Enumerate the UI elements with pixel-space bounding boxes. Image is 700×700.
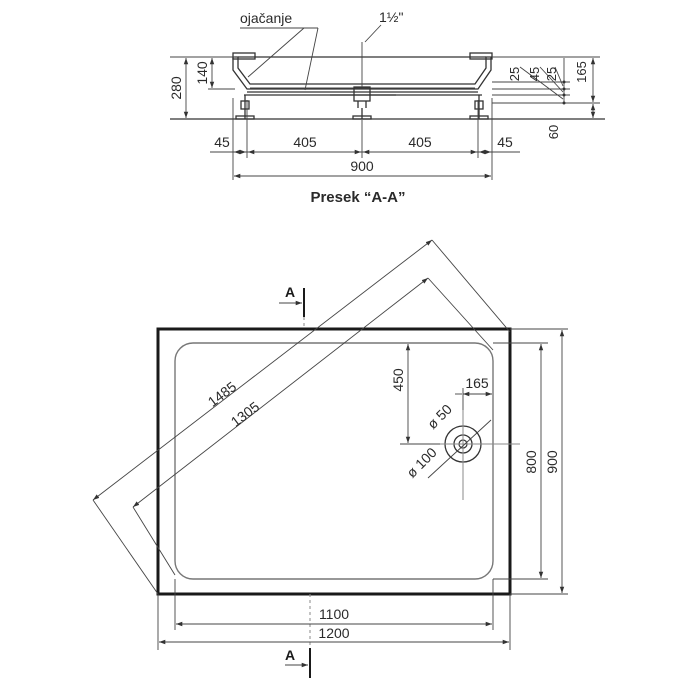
section-marker-top: A xyxy=(279,284,305,329)
dim-width-total: 900 xyxy=(350,158,374,174)
diagonal-dims xyxy=(92,239,511,595)
reinforcement-label: ojačanje xyxy=(240,10,292,26)
dim-60: 60 xyxy=(546,125,561,139)
drain-section xyxy=(330,42,396,108)
right-depth-dims xyxy=(493,328,568,595)
dim-diag-outer: 1485 xyxy=(205,378,240,410)
right-vertical-dims xyxy=(492,56,600,118)
dim-drain-offset-y: 450 xyxy=(390,368,406,392)
tray-section-outline xyxy=(232,52,493,96)
cross-section-view: ojačanje 1½" 280 140 25 45 xyxy=(168,9,605,206)
drain-plan xyxy=(427,410,520,500)
bottom-width-dims xyxy=(157,579,511,650)
dim-drain-outer-dia: ø 100 xyxy=(403,444,440,481)
dim-45: 45 xyxy=(527,67,542,81)
dim-depth-inner: 800 xyxy=(523,450,539,474)
support-legs xyxy=(235,95,489,120)
tray-inner-basin xyxy=(174,342,494,580)
dim-height-total: 280 xyxy=(168,76,184,100)
dim-165: 165 xyxy=(574,61,589,83)
dim-width-right-45: 45 xyxy=(497,134,513,150)
dim-width-left-45: 45 xyxy=(214,134,230,150)
plan-view: A A 1485 1305 ø 50 ø xyxy=(92,239,568,678)
dim-drain-offset-x: 165 xyxy=(465,375,489,391)
dim-width-outer: 1200 xyxy=(318,625,349,641)
svg-text:A: A xyxy=(285,647,295,663)
drain-size-label: 1½" xyxy=(379,9,403,25)
dim-drain-inner-dia: ø 50 xyxy=(424,401,455,432)
section-caption: Presek “A-A” xyxy=(310,189,405,206)
dim-diag-inner: 1305 xyxy=(228,398,263,430)
dim-width-left-405: 405 xyxy=(293,134,317,150)
dim-25-b: 25 xyxy=(544,67,559,81)
dim-depth-outer: 900 xyxy=(544,450,560,474)
dim-height-tray: 140 xyxy=(194,61,210,85)
dim-25-a: 25 xyxy=(507,67,522,81)
section-marker-bottom: A xyxy=(285,594,311,678)
dim-width-inner: 1100 xyxy=(319,606,349,622)
svg-text:A: A xyxy=(285,284,295,300)
dim-width-right-405: 405 xyxy=(408,134,432,150)
